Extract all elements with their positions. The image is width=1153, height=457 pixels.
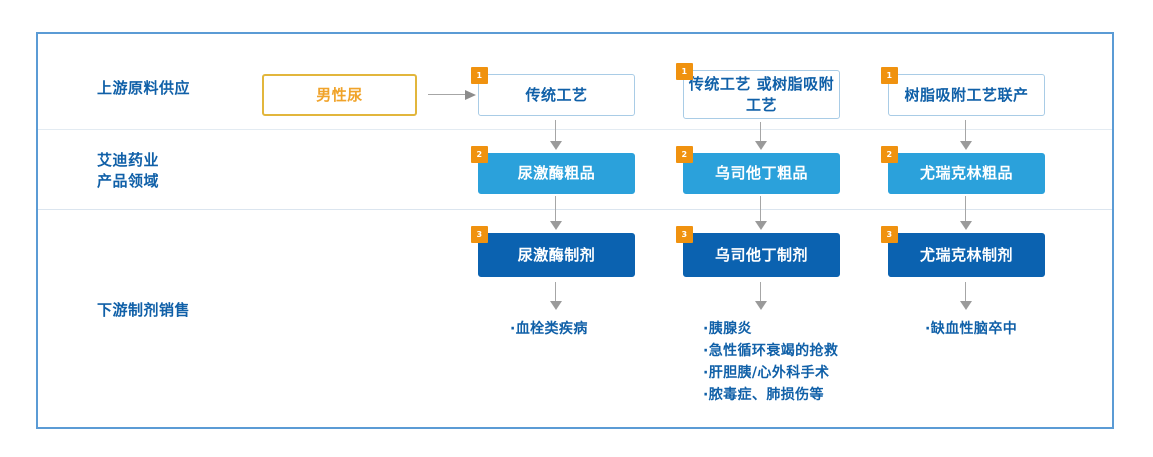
row-label-upstream: 上游原料供应	[97, 79, 191, 97]
row-label-company-products: 艾迪药业 产品领域	[97, 151, 160, 190]
row-divider-1	[38, 129, 1112, 130]
connector-head	[960, 301, 972, 310]
product-box-col2[interactable]: 3 乌司他丁制剂	[676, 226, 840, 277]
product-box-col1-label: 尿激酶制剂	[517, 245, 596, 264]
process-box-col3[interactable]: 1 树脂吸附工艺联产	[881, 67, 1045, 116]
product-box-col1[interactable]: 3 尿激酶制剂	[471, 226, 635, 277]
connector-stem	[760, 196, 761, 221]
crude-box-col3[interactable]: 2 尤瑞克林粗品	[881, 146, 1045, 194]
connector-col2-process-to-crude	[755, 122, 767, 150]
indications-col2: ·胰腺炎 ·急性循环衰竭的抢救 ·肝胆胰/心外科手术 ·脓毒症、肺损伤等	[703, 321, 839, 403]
connector-stem	[965, 282, 966, 301]
step-badge-3: 3	[471, 226, 488, 243]
step-badge-1: 1	[676, 63, 693, 80]
step-badge-1: 1	[471, 67, 488, 84]
connector-col3-product-to-indications	[960, 282, 972, 310]
connector-stem	[555, 120, 556, 141]
connector-col1-crude-to-product	[550, 196, 562, 230]
arrow-head	[465, 90, 476, 100]
connector-stem	[760, 122, 761, 141]
product-box-col2-label: 乌司他丁制剂	[714, 245, 808, 264]
connector-head	[960, 141, 972, 150]
source-box-male-urine[interactable]: 男性尿	[262, 74, 417, 116]
row-label-downstream: 下游制剂销售	[97, 301, 191, 319]
flow-arrow-horizontal	[428, 90, 476, 100]
connector-head	[550, 141, 562, 150]
connector-head	[550, 221, 562, 230]
step-badge-1: 1	[881, 67, 898, 84]
process-box-col1[interactable]: 1 传统工艺	[471, 67, 635, 116]
connector-stem	[965, 120, 966, 141]
connector-col2-crude-to-product	[755, 196, 767, 230]
row-divider-2	[38, 209, 1112, 210]
connector-col1-product-to-indications	[550, 282, 562, 310]
crude-box-col1[interactable]: 2 尿激酶粗品	[471, 146, 635, 194]
process-box-col3-label: 树脂吸附工艺联产	[904, 85, 1029, 104]
crude-box-col1-label: 尿激酶粗品	[517, 164, 596, 182]
connector-stem	[555, 196, 556, 221]
product-box-col3-label: 尤瑞克林制剂	[919, 245, 1013, 264]
process-box-col2[interactable]: 1 传统工艺 或树脂吸附工艺	[676, 63, 840, 119]
step-badge-2: 2	[471, 146, 488, 163]
crude-box-col2[interactable]: 2 乌司他丁粗品	[676, 146, 840, 194]
connector-stem	[555, 282, 556, 301]
arrow-stem	[428, 94, 466, 95]
step-badge-3: 3	[881, 226, 898, 243]
connector-col1-process-to-crude	[550, 120, 562, 150]
step-badge-2: 2	[676, 146, 693, 163]
connector-head	[550, 301, 562, 310]
indications-col1: ·血栓类疾病	[510, 321, 588, 337]
process-box-col2-label: 传统工艺 或树脂吸附工艺	[688, 74, 835, 114]
connector-head	[755, 301, 767, 310]
connector-stem	[760, 282, 761, 301]
connector-col3-crude-to-product	[960, 196, 972, 230]
connector-stem	[965, 196, 966, 221]
process-box-col1-label: 传统工艺	[525, 85, 588, 104]
step-badge-3: 3	[676, 226, 693, 243]
step-badge-2: 2	[881, 146, 898, 163]
product-box-col3[interactable]: 3 尤瑞克林制剂	[881, 226, 1045, 277]
source-box-label: 男性尿	[316, 85, 363, 104]
connector-head	[960, 221, 972, 230]
crude-box-col2-label: 乌司他丁粗品	[714, 164, 808, 182]
connector-col3-process-to-crude	[960, 120, 972, 150]
connector-col2-product-to-indications	[755, 282, 767, 310]
connector-head	[755, 221, 767, 230]
connector-head	[755, 141, 767, 150]
crude-box-col3-label: 尤瑞克林粗品	[919, 164, 1013, 182]
indications-col3: ·缺血性脑卒中	[925, 321, 1018, 337]
